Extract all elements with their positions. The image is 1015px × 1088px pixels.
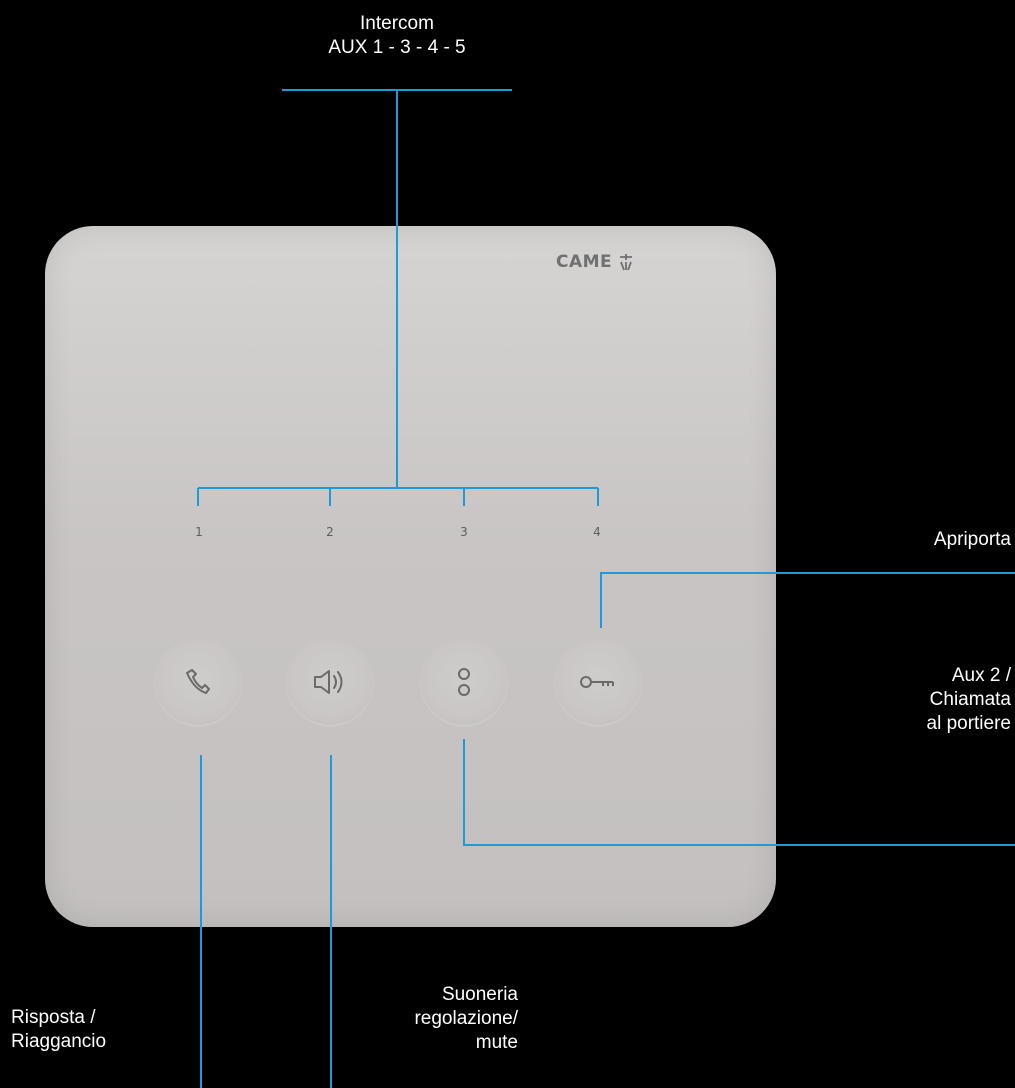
button-number-3: 3 [460, 525, 468, 539]
suoneria-label: Suoneria regolazione/ mute [414, 984, 518, 1053]
brand-name: CAME [556, 252, 613, 272]
aux2-concierge-button[interactable] [421, 639, 507, 725]
key-icon [580, 676, 614, 688]
button-number-4: 4 [593, 525, 601, 539]
risposta-label: Risposta / Riaggancio [11, 1007, 107, 1052]
came-logo: CAME [556, 252, 634, 272]
ringer-mute-button[interactable] [287, 639, 373, 725]
button-number-2: 2 [326, 525, 334, 539]
door-release-button[interactable] [555, 639, 641, 725]
brand-mark-icon [620, 254, 633, 271]
intercom-label: Intercom AUX 1 - 3 - 4 - 5 [328, 13, 466, 58]
aux2-label: Aux 2 / Chiamata al portiere [926, 665, 1012, 734]
button-number-1: 1 [195, 525, 203, 539]
speaker-icon [314, 670, 343, 694]
two-dots-icon [458, 668, 470, 696]
answer-hangup-button[interactable] [155, 639, 241, 725]
apriporta-label: Apriporta [933, 529, 1011, 550]
intercom-panel [45, 226, 776, 927]
handset-icon [186, 669, 210, 694]
